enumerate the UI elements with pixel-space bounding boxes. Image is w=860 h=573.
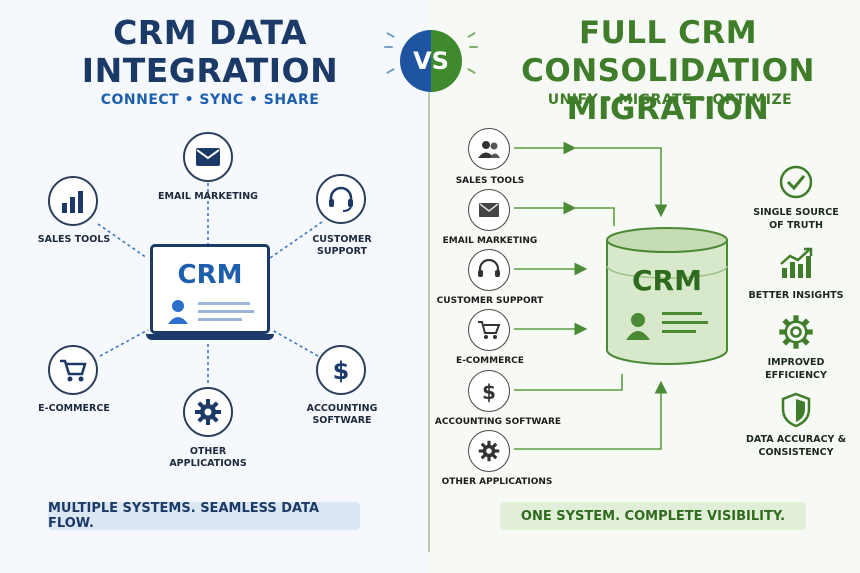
other-applications-source-label: OTHER APPLICATIONS bbox=[441, 477, 553, 487]
e-commerce-source-label: E-COMMERCE bbox=[456, 356, 524, 366]
dollar-icon: $ bbox=[333, 357, 350, 384]
headset-icon bbox=[478, 259, 500, 277]
rising-chart-icon bbox=[778, 246, 814, 282]
email-marketing-label: EMAIL MARKETING bbox=[158, 191, 258, 202]
sales-tools-label: SALES TOOLS bbox=[37, 234, 111, 245]
user-icon bbox=[168, 300, 254, 324]
customer-support-node bbox=[316, 174, 366, 224]
cart-icon bbox=[478, 321, 501, 339]
users-icon bbox=[478, 141, 500, 158]
benefit-line1: IMPROVED bbox=[767, 357, 825, 368]
benefit-single-source: SINGLE SOURCE OF TRUTH bbox=[740, 206, 852, 232]
benefit-line1: BETTER INSIGHTS bbox=[748, 290, 844, 301]
crm-database: CRM bbox=[606, 226, 728, 366]
right-footer: ONE SYSTEM. COMPLETE VISIBILITY. bbox=[500, 502, 806, 530]
database-icon bbox=[606, 227, 728, 365]
e-commerce-source bbox=[468, 309, 510, 351]
svg-text:$: $ bbox=[482, 380, 496, 403]
benefit-better-insights: BETTER INSIGHTS bbox=[740, 289, 852, 302]
vs-badge: VS bbox=[400, 30, 462, 92]
right-title: FULL CRM CONSOLIDATION MIGRATION bbox=[488, 14, 848, 128]
right-arrows bbox=[514, 141, 668, 450]
envelope-icon bbox=[196, 148, 220, 166]
benefit-line2: CONSISTENCY bbox=[758, 447, 834, 458]
sales-tools-source-label: SALES TOOLS bbox=[455, 176, 525, 186]
check-circle-icon bbox=[778, 164, 814, 200]
left-title-line1: CRM DATA bbox=[113, 13, 307, 52]
left-connectors bbox=[97, 183, 323, 384]
right-title-line2: MIGRATION bbox=[566, 91, 770, 127]
sales-tools-node bbox=[48, 176, 98, 226]
accounting-software-node: $ bbox=[316, 345, 366, 395]
shield-icon bbox=[780, 392, 812, 428]
email-marketing-source-label: EMAIL MARKETING bbox=[442, 236, 538, 246]
left-footer: MULTIPLE SYSTEMS. SEAMLESS DATA FLOW. bbox=[48, 501, 360, 531]
envelope-icon bbox=[479, 203, 499, 217]
other-applications-label: OTHER APPLICATIONS bbox=[169, 446, 247, 469]
gear-icon bbox=[195, 399, 221, 425]
benefit-improved-efficiency: IMPROVED EFFICIENCY bbox=[740, 356, 852, 382]
svg-text:$: $ bbox=[333, 357, 350, 384]
benefit-line1: DATA ACCURACY & bbox=[745, 434, 847, 445]
bar-chart-icon bbox=[62, 191, 83, 213]
right-subtitle: UNIFY • MIGRATE • OPTIMIZE bbox=[547, 92, 793, 108]
e-commerce-node bbox=[48, 345, 98, 395]
sales-tools-source bbox=[468, 128, 510, 170]
accounting-software-label: ACCOUNTING SOFTWARE bbox=[306, 403, 378, 426]
crm-db-label: CRM bbox=[632, 264, 702, 297]
customer-support-source bbox=[468, 249, 510, 291]
headset-icon bbox=[329, 186, 353, 212]
email-marketing-node bbox=[183, 132, 233, 182]
customer-support-label: CUSTOMER SUPPORT bbox=[312, 234, 372, 257]
benefit-data-accuracy: DATA ACCURACY & CONSISTENCY bbox=[740, 433, 852, 459]
accounting-software-source: $ bbox=[468, 370, 510, 412]
gear-icon bbox=[478, 440, 500, 462]
other-applications-node bbox=[183, 387, 233, 437]
cart-icon bbox=[60, 359, 87, 382]
customer-support-source-label: CUSTOMER SUPPORT bbox=[436, 296, 544, 306]
dollar-icon: $ bbox=[482, 380, 496, 403]
left-title: CRM DATA INTEGRATION bbox=[40, 14, 380, 90]
vs-ray bbox=[384, 46, 393, 48]
gear-icon bbox=[778, 314, 814, 350]
other-applications-source bbox=[468, 430, 510, 472]
left-subtitle: CONNECT • SYNC • SHARE bbox=[100, 92, 320, 108]
email-marketing-source bbox=[468, 189, 510, 231]
right-title-line1: FULL CRM CONSOLIDATION bbox=[521, 15, 815, 89]
vs-ray bbox=[469, 46, 478, 48]
accounting-software-source-label: ACCOUNTING SOFTWARE bbox=[434, 417, 562, 427]
e-commerce-label: E-COMMERCE bbox=[38, 403, 110, 414]
benefit-line2: OF TRUTH bbox=[769, 220, 823, 231]
left-title-line2: INTEGRATION bbox=[81, 51, 339, 90]
crm-laptop: CRM bbox=[146, 244, 274, 344]
benefit-line1: SINGLE SOURCE bbox=[753, 207, 839, 218]
crm-label: CRM bbox=[177, 260, 243, 290]
benefit-line2: EFFICIENCY bbox=[765, 370, 827, 381]
panel-divider bbox=[428, 92, 430, 552]
